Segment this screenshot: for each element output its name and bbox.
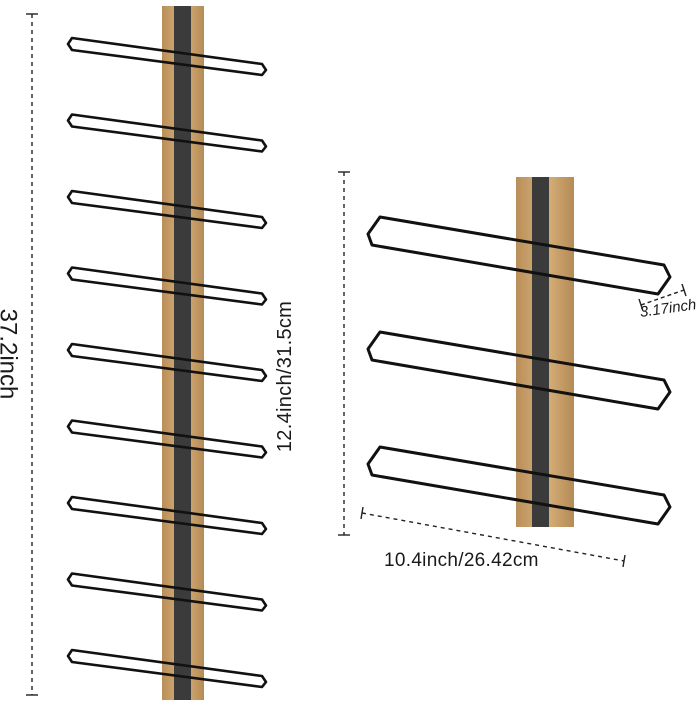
short-rack-rails bbox=[366, 215, 672, 526]
tall-rack bbox=[66, 6, 268, 700]
tall-rack-rail bbox=[66, 266, 268, 306]
short-rack bbox=[366, 177, 672, 527]
tall-rack-rail bbox=[66, 572, 268, 612]
short-rack-metal-strap bbox=[532, 177, 549, 527]
tall-rack-metal-strap bbox=[174, 6, 191, 700]
depth-cap-right bbox=[681, 283, 687, 297]
tall-rack-rail bbox=[66, 113, 268, 153]
short-rack-rail bbox=[366, 215, 672, 296]
depth-cap-left bbox=[638, 298, 644, 312]
tall-rack-rails bbox=[66, 36, 268, 689]
tall-rack-rail bbox=[66, 419, 268, 459]
short-rack-rail bbox=[366, 330, 672, 411]
width-cap-left bbox=[360, 506, 364, 520]
width-cap-right bbox=[622, 554, 626, 568]
tall-rack-rail bbox=[66, 189, 268, 230]
dimension-guides bbox=[26, 13, 687, 696]
tall-rack-rail bbox=[66, 36, 268, 77]
tall-rack-rail bbox=[66, 648, 268, 689]
short-width-label: 10.4inch/26.42cm bbox=[384, 550, 539, 571]
short-rack-rail bbox=[366, 445, 672, 526]
tall-rack-rail bbox=[66, 342, 268, 383]
depth-guide bbox=[640, 289, 685, 306]
short-height-label: 12.4inch/31.5cm bbox=[274, 300, 297, 453]
tall-height-label: 37.2inch bbox=[0, 308, 22, 400]
tall-rack-rail bbox=[66, 495, 268, 536]
